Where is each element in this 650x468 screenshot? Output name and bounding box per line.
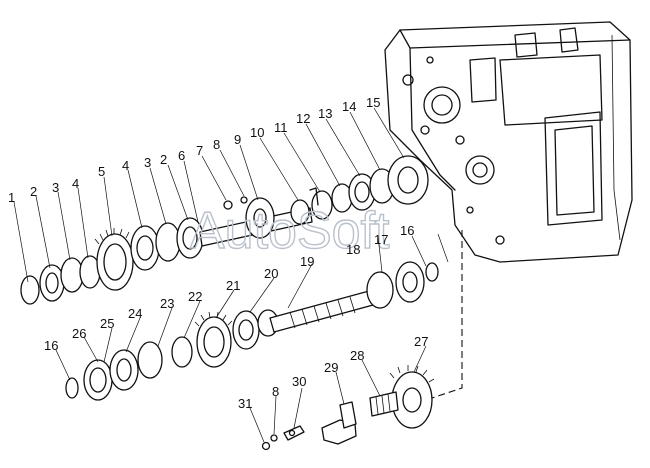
part-label: 4 <box>122 158 129 173</box>
watermark: AutoSoft <box>190 202 390 260</box>
part-label: 22 <box>188 289 202 304</box>
part-label: 4 <box>72 176 79 191</box>
assembly-dash-line <box>431 230 463 399</box>
part-label: 17 <box>374 232 388 247</box>
part-label: 19 <box>300 254 314 269</box>
part-label: 15 <box>366 95 380 110</box>
upper-shaft-assembly <box>20 155 429 305</box>
part-label: 7 <box>196 143 203 158</box>
part-label: 13 <box>318 106 332 121</box>
part-label: 31 <box>238 396 252 411</box>
part-label: 9 <box>234 132 241 147</box>
gearbox-housing <box>384 21 633 263</box>
part-label: 3 <box>144 155 151 170</box>
part-label: 16 <box>400 223 414 238</box>
part-label: 14 <box>342 99 356 114</box>
leader-lines <box>13 107 449 443</box>
part-label: 23 <box>160 296 174 311</box>
part-label: 11 <box>274 120 288 135</box>
part-label: 1 <box>8 190 15 205</box>
part-label: 12 <box>296 111 310 126</box>
lower-shaft-assembly <box>65 261 439 401</box>
part-labels: 1 2 3 4 5 4 3 2 6 7 8 9 10 11 12 13 14 1… <box>8 95 428 411</box>
part-label: 8 <box>272 384 279 399</box>
part-label: 6 <box>178 148 185 163</box>
part-label: 10 <box>250 125 264 140</box>
part-label: 29 <box>324 360 338 375</box>
part-label: 25 <box>100 316 114 331</box>
part-label: 5 <box>98 164 105 179</box>
part-label: 30 <box>292 374 306 389</box>
small-parts <box>261 365 435 451</box>
part-label: 20 <box>264 266 278 281</box>
part-label: 2 <box>30 184 37 199</box>
part-label: 18 <box>346 242 360 257</box>
part-label: 27 <box>414 334 428 349</box>
part-label: 28 <box>350 348 364 363</box>
part-label: 21 <box>226 278 240 293</box>
part-label: 2 <box>160 152 167 167</box>
part-label: 26 <box>72 326 86 341</box>
part-label: 3 <box>52 180 59 195</box>
part-label: 16 <box>44 338 58 353</box>
part-label: 24 <box>128 306 142 321</box>
part-label: 8 <box>213 137 220 152</box>
